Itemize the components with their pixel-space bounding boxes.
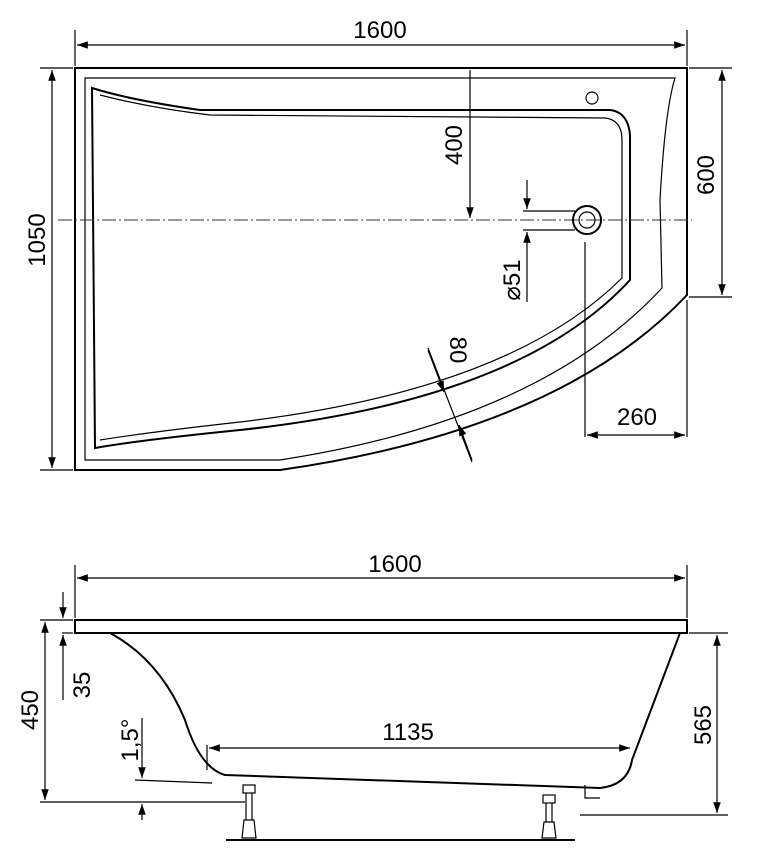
- dimension-slope: 1,5°: [117, 719, 144, 762]
- dimension-total-height: 565: [690, 705, 717, 745]
- dimension-width-top: 1600: [353, 17, 406, 44]
- tub-rim-inner-outline: [84, 77, 676, 461]
- dimension-rim-width: 80: [444, 337, 471, 364]
- tub-rim: [74, 619, 688, 634]
- tub-outer-outline: [74, 67, 688, 471]
- dimension-depth: 1050: [24, 213, 51, 266]
- dimension-rim-thickness: 35: [69, 672, 96, 699]
- tub-basin-outline: [90, 86, 631, 450]
- drain-icon: [572, 91, 602, 235]
- dimension-width-side: 1600: [368, 551, 421, 578]
- dimension-corner-offset: 260: [617, 404, 657, 431]
- overflow-icon: [585, 91, 599, 105]
- tub-bowl-inner-edge: [99, 94, 623, 441]
- dimension-bottom-length: 1135: [382, 719, 434, 746]
- slope-reference-line: [134, 779, 213, 784]
- top-view: 1600 1050 400 600 ⌀51 80 260: [24, 17, 732, 471]
- tub-body-outline: [109, 632, 681, 790]
- side-view: 1600 450 35 1,5° 1135 565: [17, 551, 728, 841]
- dimension-drain-offset: 400: [441, 125, 468, 165]
- dimension-height: 450: [17, 690, 44, 730]
- support-leg: [226, 784, 575, 841]
- dimension-drain-diameter: ⌀51: [499, 259, 526, 300]
- tub-outlet: [584, 785, 600, 799]
- dimension-short-side: 600: [693, 155, 720, 195]
